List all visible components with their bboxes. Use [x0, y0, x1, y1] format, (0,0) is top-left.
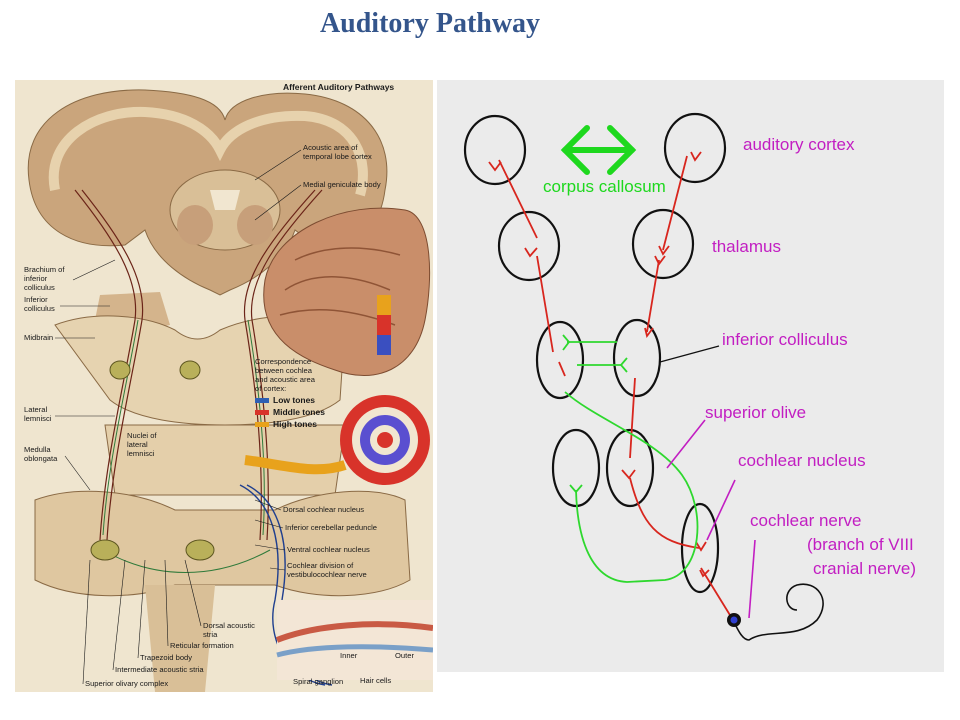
node-superior-olive-right	[605, 428, 655, 508]
label-midbrain: Midbrain	[24, 333, 53, 342]
legend-label-high: High tones	[273, 419, 317, 429]
legend-label-middle: Middle tones	[273, 407, 325, 417]
label-intermediate-stria: Intermediate acoustic stria	[115, 665, 204, 674]
label-dorsal-acoustic-stria: Dorsal acoustic stria	[203, 621, 255, 639]
svg-text:Lateral: Lateral	[24, 405, 48, 414]
tone-legend: Low tones Middle tones High tones	[255, 395, 325, 429]
label-medulla: Medulla oblongata	[24, 445, 58, 463]
node-inferior-colliculus-right	[612, 318, 662, 398]
svg-text:stria: stria	[203, 630, 218, 639]
node-auditory-cortex-left	[463, 114, 527, 186]
svg-text:Medulla: Medulla	[24, 445, 51, 454]
svg-text:colliculus: colliculus	[24, 283, 55, 292]
label-acoustic-area: Acoustic area of temporal lobe cortex	[303, 143, 372, 161]
node-thalamus-left	[497, 210, 561, 282]
anatomical-illustration: Afferent Auditory Pathways Acoustic area…	[15, 80, 433, 692]
green-pathway	[564, 341, 699, 583]
label-thalamus: thalamus	[712, 237, 781, 256]
svg-text:lateral: lateral	[127, 440, 148, 449]
illustration-heading: Afferent Auditory Pathways	[283, 82, 394, 92]
svg-text:oblongata: oblongata	[24, 454, 58, 463]
label-branch-line1: (branch of VIII	[807, 535, 914, 554]
svg-text:between cochlea: between cochlea	[255, 366, 313, 375]
svg-text:colliculus: colliculus	[24, 304, 55, 313]
label-hair-cells: Hair cells	[360, 676, 391, 685]
schematic-svg: auditory cortex corpus callosum thalamus…	[463, 112, 916, 641]
node-auditory-cortex-right	[663, 112, 727, 184]
svg-text:Brachium of: Brachium of	[24, 265, 65, 274]
node-inferior-colliculus-left	[535, 320, 585, 400]
label-medial-geniculate: Medial geniculate body	[303, 180, 381, 189]
legend-label-low: Low tones	[273, 395, 315, 405]
svg-text:Dorsal acoustic: Dorsal acoustic	[203, 621, 255, 630]
svg-text:vestibulocochlear nerve: vestibulocochlear nerve	[287, 570, 367, 579]
label-superior-olive: superior olive	[705, 403, 806, 422]
schematic-diagram: auditory cortex corpus callosum thalamus…	[437, 80, 944, 672]
label-inferior-colliculus: Inferior colliculus	[24, 295, 55, 313]
svg-text:Correspondence: Correspondence	[255, 357, 311, 366]
label-cochlear-nerve: cochlear nerve	[750, 511, 862, 530]
label-branch-line2: cranial nerve)	[813, 559, 916, 578]
legend-swatch-high	[255, 422, 269, 427]
svg-text:temporal lobe cortex: temporal lobe cortex	[303, 152, 372, 161]
svg-text:Nuclei of: Nuclei of	[127, 431, 157, 440]
svg-text:Inferior: Inferior	[24, 295, 48, 304]
red-pathway	[498, 155, 734, 621]
cochlear-nerve-pointer	[748, 539, 756, 619]
svg-text:Cochlear division of: Cochlear division of	[287, 561, 354, 570]
label-outer: Outer	[395, 651, 414, 660]
label-ventral-cochlear: Ventral cochlear nucleus	[287, 545, 370, 554]
label-inferior-cerebellar: Inferior cerebellar peduncle	[285, 523, 377, 532]
svg-text:Acoustic area of: Acoustic area of	[303, 143, 358, 152]
label-inner: Inner	[340, 651, 358, 660]
label-auditory-cortex: auditory cortex	[743, 135, 855, 154]
page-title: Auditory Pathway	[319, 8, 541, 39]
label-corpus-callosum: corpus callosum	[543, 177, 666, 196]
svg-text:of cortex:: of cortex:	[255, 384, 286, 393]
label-cochlear-nucleus: cochlear nucleus	[738, 451, 866, 470]
legend-swatch-low	[255, 398, 269, 403]
label-trapezoid-body: Trapezoid body	[140, 653, 192, 662]
legend-swatch-middle	[255, 410, 269, 415]
illustration-svg: Afferent Auditory Pathways Acoustic area…	[24, 82, 433, 692]
svg-text:and acoustic area: and acoustic area	[255, 375, 316, 384]
label-lateral-lemnisci: Lateral lemnisci	[24, 405, 52, 423]
corpus-callosum-arrow	[560, 125, 637, 175]
label-correspondence: Correspondence between cochlea and acous…	[255, 357, 316, 393]
label-cochlear-division: Cochlear division of vestibulocochlear n…	[287, 561, 367, 579]
node-cochlear-nucleus	[680, 502, 720, 594]
label-spiral-ganglion: Spiral ganglion	[293, 677, 343, 686]
cochlea-spiral	[727, 583, 824, 641]
svg-text:inferior: inferior	[24, 274, 48, 283]
label-nuclei-lateral-lemnisci: Nuclei of lateral lemnisci	[127, 431, 157, 458]
label-inferior-colliculus: inferior colliculus	[722, 330, 848, 349]
label-brachium: Brachium of inferior colliculus	[24, 265, 65, 292]
svg-text:lemnisci: lemnisci	[24, 414, 52, 423]
label-reticular-formation: Reticular formation	[170, 641, 234, 650]
label-dorsal-cochlear: Dorsal cochlear nucleus	[283, 505, 364, 514]
label-superior-olivary: Superior olivary complex	[85, 679, 168, 688]
node-thalamus-right	[631, 208, 695, 280]
cochlear-nucleus-pointer	[706, 479, 736, 541]
inferior-colliculus-pointer	[659, 345, 720, 363]
superior-olive-pointer	[666, 419, 706, 469]
svg-text:lemnisci: lemnisci	[127, 449, 155, 458]
